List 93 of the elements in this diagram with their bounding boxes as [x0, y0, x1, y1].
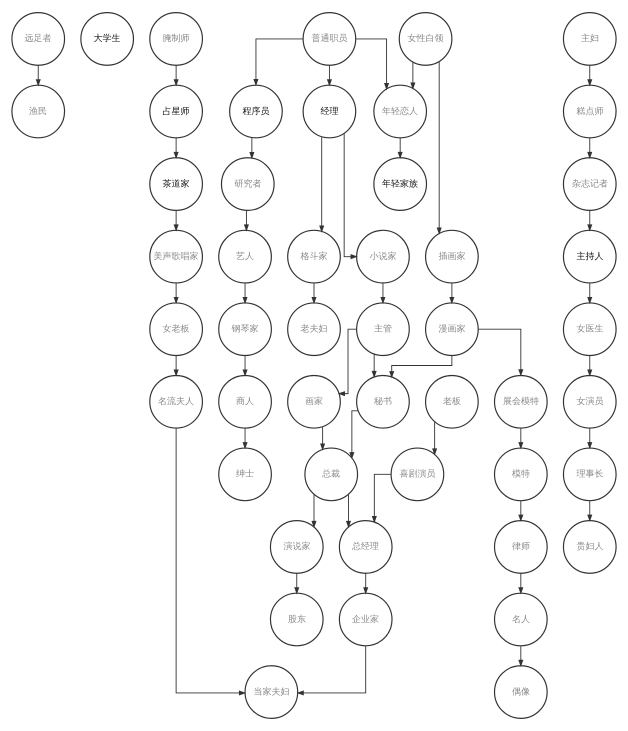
node-circle: 画家: [287, 374, 341, 429]
node-circle: 女性白领: [398, 12, 452, 66]
node-circle: 程序员: [229, 84, 283, 138]
node-circle: 女演员: [562, 374, 617, 429]
node-circle: 格斗家: [287, 230, 341, 284]
node-circle: 股东: [270, 592, 324, 646]
arrow: [372, 354, 377, 378]
node-circle: 漫画家: [424, 302, 479, 356]
arrow: [587, 428, 592, 450]
node-circle: 艺人: [218, 230, 272, 284]
node-circle: 商人: [218, 374, 272, 429]
arrow: [349, 410, 359, 460]
node-circle: 总裁: [304, 447, 358, 502]
node-circle: 当家夫妇: [244, 665, 298, 719]
arrow: [587, 282, 592, 304]
node-circle: 展会模特: [494, 374, 548, 429]
arrow: [380, 282, 386, 304]
node-circle: 普通职员: [302, 12, 356, 66]
node-circle: 占星师: [149, 84, 204, 138]
node-circle: 绅士: [218, 447, 272, 502]
node-circle: 插画家: [424, 230, 479, 284]
arrow: [174, 138, 179, 160]
arrow: [338, 328, 357, 396]
node-circle: 主管: [356, 302, 410, 356]
node-circle: 女老板: [149, 302, 204, 356]
arrow: [249, 137, 254, 160]
arrow: [311, 494, 317, 528]
node-circle: 秘书: [356, 374, 410, 429]
node-circle: 远足者: [11, 12, 66, 66]
node-circle: 研究者: [220, 157, 275, 211]
node-circle: 模特: [494, 447, 548, 502]
node-circle: 律师: [494, 520, 548, 574]
node-circle: 老板: [424, 374, 479, 429]
node-circle: 主持人: [562, 230, 617, 284]
node-circle: 小说家: [356, 230, 410, 284]
arrow: [36, 65, 41, 87]
arrow: [242, 282, 248, 304]
arrow: [320, 426, 326, 451]
node-circle: 名流夫人: [149, 374, 204, 429]
node-circle: 名人: [494, 592, 548, 646]
node-circle: 大学生: [80, 12, 134, 66]
node-circle: 年轻家族: [373, 157, 428, 211]
node-circle: 年轻恋人: [373, 84, 428, 138]
node-circle: 主妇: [562, 12, 617, 66]
arrow: [587, 500, 592, 522]
arrow: [174, 282, 179, 304]
arrow: [174, 210, 179, 232]
node-circle: 企业家: [338, 592, 393, 646]
arrow: [449, 282, 454, 304]
arrow: [319, 136, 324, 233]
arrow: [242, 428, 248, 450]
arrow: [174, 355, 179, 377]
arrow: [478, 328, 524, 377]
arrow: [518, 428, 524, 450]
arrow: [587, 210, 592, 232]
arrow: [518, 500, 524, 522]
arrow: [587, 65, 592, 87]
arrow: [294, 573, 300, 594]
arrow: [326, 65, 332, 87]
node-circle: 杂志记者: [562, 157, 617, 211]
arrow: [174, 65, 179, 87]
node-circle: 腌制师: [149, 12, 204, 66]
arrow: [436, 61, 442, 235]
node-circle: 理事长: [562, 447, 617, 502]
node-circle: 钢琴家: [218, 302, 272, 356]
node-circle: 贵妇人: [562, 520, 617, 574]
arrow: [344, 133, 358, 260]
arrow: [372, 474, 392, 524]
arrow: [346, 494, 352, 528]
arrow: [311, 282, 317, 304]
arrow: [389, 355, 452, 378]
node-circle: 经理: [302, 84, 356, 138]
arrow: [587, 138, 592, 160]
node-circle: 茶道家: [149, 157, 204, 211]
node-circle: 美声歌唱家: [149, 230, 204, 284]
arrow: [253, 38, 304, 86]
arrow: [398, 138, 403, 160]
node-circle: 女医生: [562, 302, 617, 356]
arrow: [356, 38, 390, 90]
node-circle: 老夫妇: [287, 302, 341, 356]
arrow: [242, 355, 248, 377]
arrow: [176, 428, 246, 696]
node-circle: 偶像: [494, 665, 548, 719]
arrow: [432, 422, 438, 456]
node-circle: 糕点师: [562, 84, 617, 138]
arrow: [518, 573, 524, 594]
node-circle: 渔民: [11, 84, 66, 138]
arrow: [244, 210, 249, 232]
arrow: [518, 646, 524, 668]
arrow: [587, 355, 592, 377]
arrow: [363, 573, 368, 594]
arrow: [410, 62, 416, 90]
arrow: [296, 646, 366, 696]
